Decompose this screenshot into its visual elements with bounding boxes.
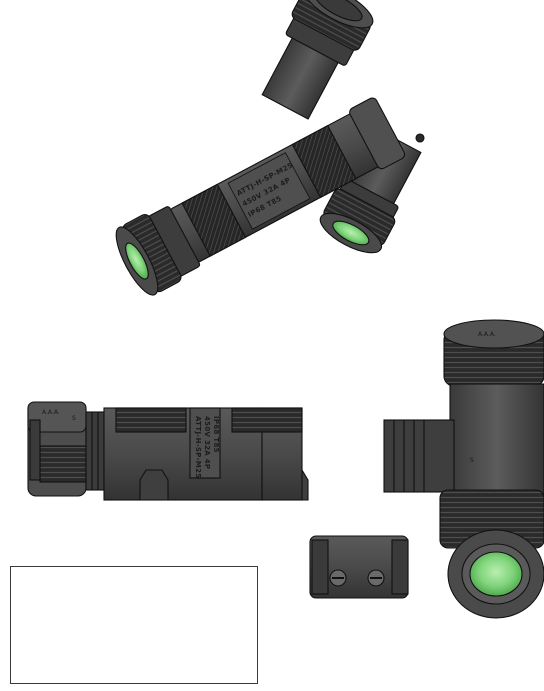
screw-terminal-block: [309, 535, 409, 599]
detail-inset-frame: [10, 566, 258, 684]
nut-brand-top: A.A.A.: [478, 331, 496, 338]
nut-size-right: S: [470, 457, 474, 464]
connector-body-side: ATTJ-H-SP-M25 450V 32A 4P IP68 T85 A.A.A…: [27, 401, 309, 501]
nut-brand-left: A.A.A.: [42, 409, 60, 416]
side-marking-rating: 450V 32A 4P: [203, 416, 211, 469]
t-branch-housing: A.A.A. S: [383, 319, 544, 619]
side-marking-model: ATTJ-H-SP-M25: [194, 416, 202, 478]
t-connector-assembled: ATTJ-H-SP-M25 450V 32A 4P IP68 T85: [115, 0, 425, 296]
side-marking-protection: IP68 T85: [212, 416, 220, 453]
nut-size-left: S: [72, 415, 76, 422]
